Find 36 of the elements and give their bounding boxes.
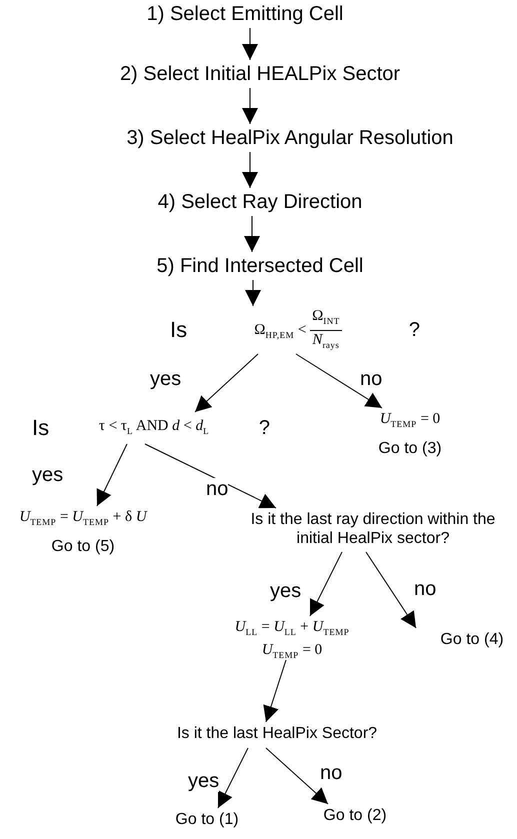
arrow (245, 280, 261, 306)
arrow (242, 88, 258, 124)
step-text: 1) Select Emitting Cell (90, 2, 400, 26)
arrow (96, 444, 128, 506)
question-word: Is (32, 415, 50, 441)
arrow (242, 152, 258, 188)
formula: U$_{TEMP}$ = 0 (262, 641, 322, 662)
goto-text: Go to (2) (310, 806, 400, 828)
arrow (266, 748, 328, 804)
goto-text: Go to (5) (51, 537, 115, 557)
arrow (296, 354, 382, 408)
arrow (310, 552, 342, 616)
goto-text: Go to (1) (162, 810, 252, 832)
formula: U$_{TEMP}$ = U$_{TEMP}$ + δ U (18, 508, 148, 529)
arrow (242, 28, 258, 60)
question-text: Is it the last HealPix Sector? (146, 724, 408, 746)
step-text: 3) Select HealPix Angular Resolution (100, 126, 480, 150)
arrow (144, 444, 276, 508)
arrow (194, 354, 258, 412)
question-mark: ? (258, 416, 270, 440)
goto-text: Go to (4) (430, 630, 514, 652)
arrow (218, 748, 248, 808)
step-text: 2) Select Initial HEALPix Sector (90, 62, 430, 86)
arrow (244, 216, 260, 252)
arrow (366, 552, 416, 628)
formula: U$_{LL}$ = U$_{LL}$ + U$_{TEMP}$ (234, 618, 350, 639)
condition-formula: Ω$_{HP,EM}$ < Ω$_{INT}$ N$_{rays}$ (254, 306, 342, 352)
condition-formula: τ < τ$_{L}$ AND d < d$_{L}$ (98, 416, 210, 438)
formula: U$_{TEMP}$ = 0 (378, 410, 442, 431)
step-text: 5) Find Intersected Cell (120, 254, 400, 278)
question-text: Is it the last ray direction within the initial HealPix sector? (232, 510, 514, 550)
question-mark: ? (408, 318, 420, 342)
arrow (263, 660, 286, 722)
step-text: 4) Select Ray Direction (120, 190, 400, 214)
question-word: Is (170, 317, 188, 343)
goto-text: Go to (3) (378, 439, 442, 459)
